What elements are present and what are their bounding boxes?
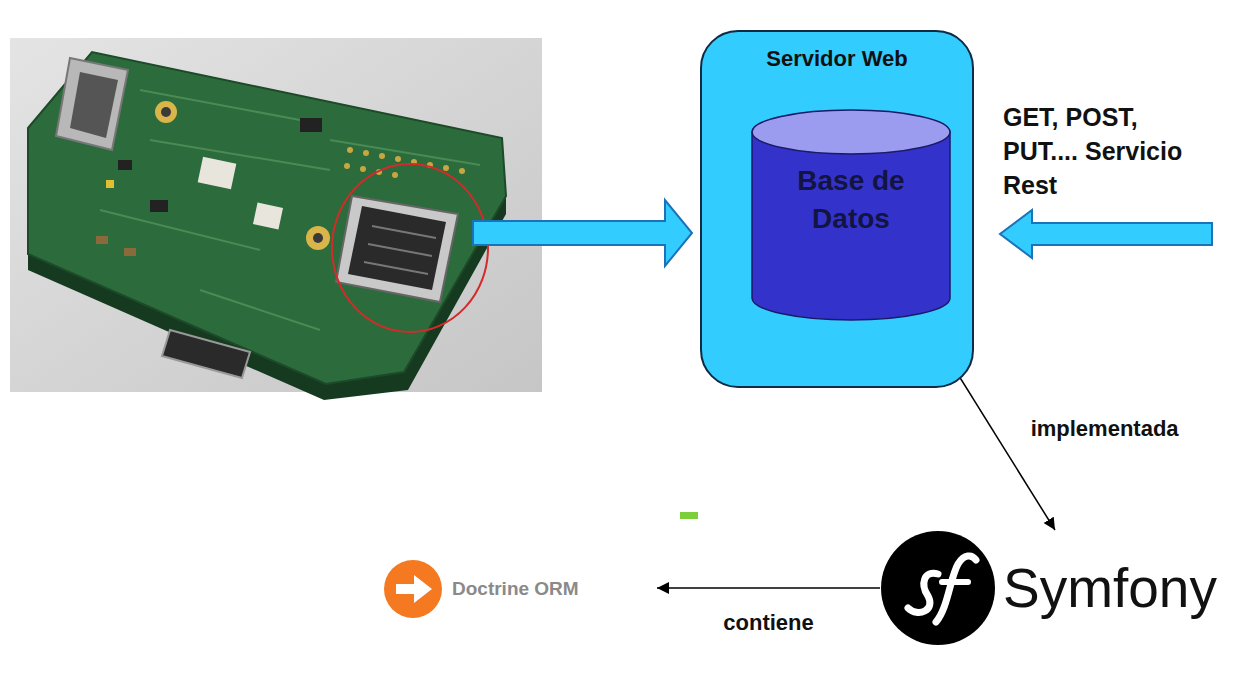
server-box: Servidor WebBase de Datos [700, 30, 974, 388]
led [106, 180, 114, 188]
vga-connector-inner [70, 72, 118, 138]
chip [300, 118, 322, 132]
node-label: Servidor Web [702, 32, 972, 72]
note-label: GET, POST, PUT.... Servicio Rest [1003, 100, 1218, 202]
board-traces [100, 90, 480, 330]
vga-connector [56, 58, 128, 150]
logo-arrow [396, 575, 432, 603]
node-label: Base de Datos [752, 110, 950, 238]
block-arrow [1000, 210, 1212, 258]
mounting-hole [155, 101, 177, 123]
orm-logo: Doctrine ORM [382, 558, 657, 620]
photo-background [10, 38, 542, 392]
connector [657, 587, 880, 589]
block-arrow [473, 200, 692, 266]
node-label: Doctrine ORM [452, 578, 579, 600]
mounting-hole [161, 107, 171, 117]
sd-card-slot [336, 196, 458, 302]
mounting-hole [313, 233, 323, 243]
circuit-board [28, 52, 506, 384]
component [96, 236, 108, 244]
edge-label: implementada [1028, 416, 1182, 442]
sd-card-slot-inner [348, 206, 446, 290]
chip [253, 203, 283, 230]
chip [118, 160, 132, 170]
node-label: Symfony [1003, 556, 1217, 620]
edge-label: contiene [720, 610, 816, 636]
logo-circle [881, 531, 995, 645]
cylinder-top [752, 110, 950, 154]
chip [150, 200, 168, 212]
chip [198, 157, 237, 190]
hdmi-connector [162, 330, 250, 378]
mounting-hole [306, 226, 330, 250]
component [124, 248, 136, 256]
logo-mark [908, 556, 976, 622]
sd-card-contacts [364, 226, 436, 274]
logo-circle [384, 560, 442, 618]
framework-logo: Symfony [880, 530, 1230, 646]
green-mark [680, 512, 698, 519]
highlight-circle [332, 164, 488, 332]
database-cylinder: Base de Datos [752, 110, 950, 320]
